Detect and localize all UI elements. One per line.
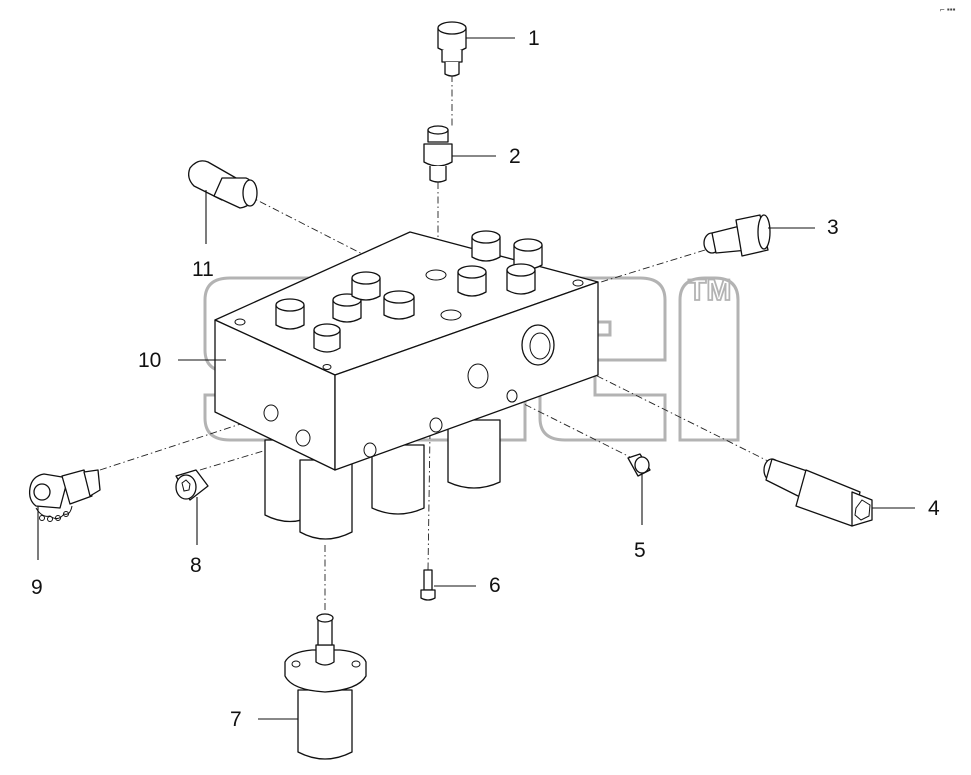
corner-mark: ⌐ ▪▪▪: [940, 5, 956, 14]
callout-5: 5: [634, 539, 646, 562]
watermark-tm: TM: [688, 274, 731, 307]
callout-6: 6: [489, 574, 501, 597]
connector-part-9: [28, 469, 101, 522]
callout-9: 9: [31, 576, 43, 599]
fitting-part-1: [437, 21, 467, 77]
coupler-part-4: [763, 458, 873, 527]
leader-lines: [37, 37, 915, 720]
valve-block-part-10: [214, 230, 599, 540]
callout-4: 4: [928, 497, 940, 520]
callout-labels: 1 2 3 4 5 6 7 8 9 10 11: [31, 27, 940, 731]
callout-8: 8: [190, 554, 202, 577]
bolt-part-6: [420, 569, 436, 601]
plug-part-8: [175, 469, 209, 501]
callout-2: 2: [509, 145, 521, 168]
plug-part-5: [627, 453, 651, 477]
top-fittings: [275, 230, 543, 353]
callout-1: 1: [528, 27, 540, 50]
solenoid-part-7: [284, 613, 367, 760]
callout-3: 3: [827, 216, 839, 239]
callout-10: 10: [138, 349, 161, 372]
fitting-part-2: [423, 125, 453, 183]
quick-coupler-part-3: [703, 214, 771, 257]
callout-7: 7: [230, 708, 242, 731]
callout-11: 11: [192, 258, 214, 281]
sensor-part-11: [188, 160, 258, 209]
